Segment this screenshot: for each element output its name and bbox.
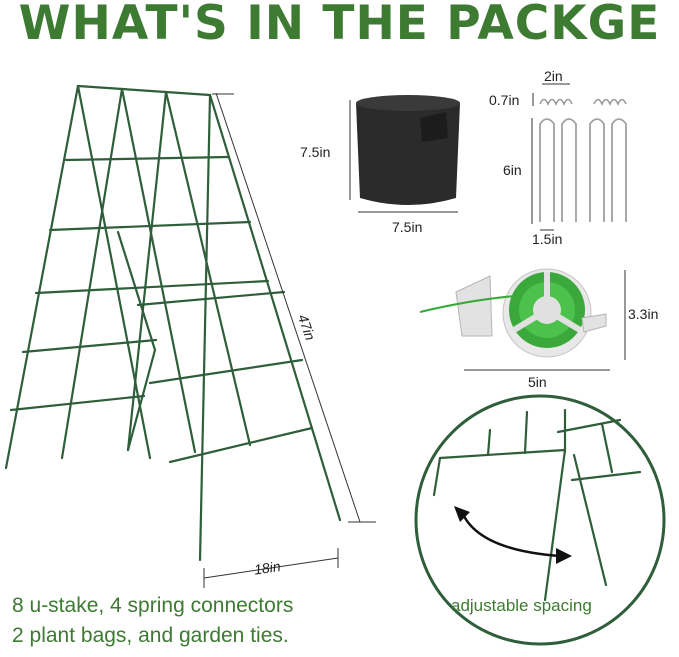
stake-height-label: 6in	[503, 162, 522, 178]
trellis-width-dimension	[203, 548, 339, 588]
tie-height-label: 3.3in	[628, 306, 658, 322]
page-title: WHAT'S IN THE PACKGE	[18, 0, 661, 51]
garden-tie-illustration	[419, 268, 607, 358]
adjust-arrow-icon	[454, 506, 572, 564]
connector-width-label: 2in	[544, 68, 563, 84]
connector-height-label: 0.7in	[489, 92, 519, 108]
adjustable-spacing-detail: adjustable spacing	[414, 394, 666, 646]
bag-height-label: 7.5in	[300, 144, 330, 160]
plant-bag-illustration	[356, 95, 460, 205]
caption-line-2: 2 plant bags, and garden ties.	[12, 624, 289, 647]
stake-width-label: 1.5in	[532, 231, 562, 247]
u-stakes-illustration	[539, 118, 627, 222]
tie-width-label: 5in	[528, 374, 547, 390]
trellis-height-dimension	[212, 92, 376, 523]
trellis-illustration	[4, 84, 342, 562]
spring-connectors-illustration	[539, 98, 627, 106]
trellis-width-label: 18in	[253, 558, 282, 578]
caption-line-1: 8 u-stake, 4 spring connectors	[12, 594, 294, 617]
adjustable-spacing-label: adjustable spacing	[451, 596, 592, 615]
bag-width-label: 7.5in	[392, 219, 422, 235]
